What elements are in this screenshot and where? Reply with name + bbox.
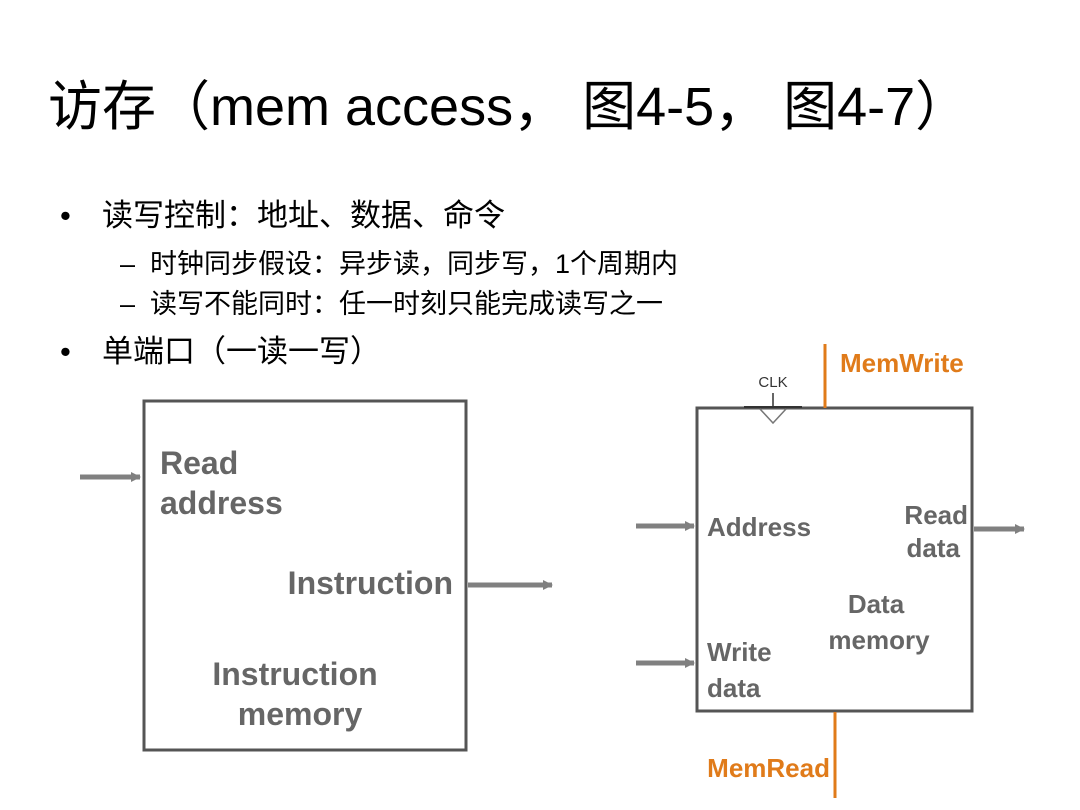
bullet-text: 读写控制：地址、数据、命令 bbox=[102, 198, 505, 233]
write-data-label: data bbox=[707, 673, 761, 703]
bullet-dash: – bbox=[120, 289, 136, 319]
sub-bullet-text: 读写不能同时：任一时刻只能完成读写之一 bbox=[150, 289, 663, 319]
read-address-label: Read bbox=[160, 445, 238, 481]
bullet-dot: • bbox=[60, 198, 71, 233]
instruction-output-label: Instruction bbox=[288, 565, 453, 601]
data-memory-name: memory bbox=[828, 625, 930, 655]
clk-label: CLK bbox=[758, 374, 787, 391]
memread-label: MemRead bbox=[707, 753, 830, 783]
instruction-memory-box bbox=[142, 399, 468, 752]
instruction-memory-name: memory bbox=[238, 696, 363, 732]
address-label: Address bbox=[707, 512, 811, 542]
bullet-item: • 读写控制：地址、数据、命令 bbox=[60, 190, 505, 235]
write-data-label: Write bbox=[707, 637, 772, 667]
sub-bullet-item: –时钟同步假设：异步读，同步写，1个周期内 bbox=[120, 242, 678, 281]
read-address-label: address bbox=[160, 485, 283, 521]
memwrite-label: MemWrite bbox=[840, 348, 964, 378]
data-memory-name: Data bbox=[848, 589, 905, 619]
sub-bullet-item: –读写不能同时：任一时刻只能完成读写之一 bbox=[120, 282, 663, 321]
bullet-dash: – bbox=[120, 249, 136, 279]
clk-triangle bbox=[759, 408, 787, 425]
instruction-memory-name: Instruction bbox=[212, 656, 377, 692]
bullet-text: 单端口（一读一写） bbox=[102, 334, 381, 369]
read-data-label: Read bbox=[904, 500, 968, 530]
bullet-dot: • bbox=[60, 334, 71, 369]
read-data-label: data bbox=[907, 533, 961, 563]
page-title: 访存（mem access， 图4-5， 图4-7） bbox=[48, 77, 970, 137]
sub-bullet-text: 时钟同步假设：异步读，同步写，1个周期内 bbox=[150, 249, 679, 279]
bullet-item: • 单端口（一读一写） bbox=[60, 326, 381, 371]
data-memory-box bbox=[695, 406, 974, 713]
